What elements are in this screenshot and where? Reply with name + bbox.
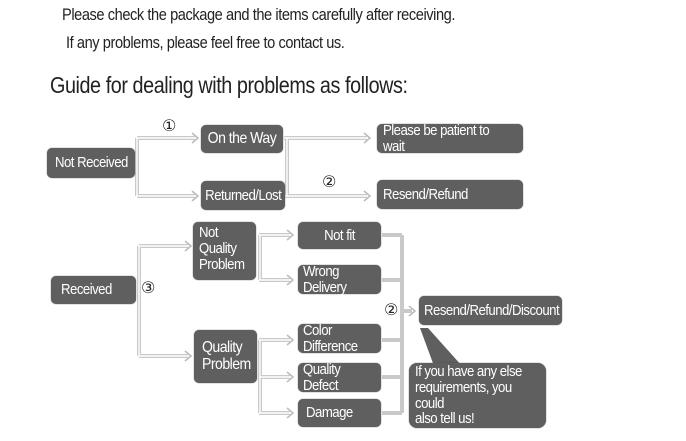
intro-line-1: Please check the package and the items c… (62, 5, 456, 24)
returned-lost-box: Returned/Lost (201, 181, 285, 210)
not-quality-problem-box: Not Quality Problem (193, 222, 256, 280)
note-line-1: If you have any else (415, 363, 522, 380)
qp-line-2: Problem (202, 355, 251, 373)
note-line-3: also tell us! (415, 410, 475, 428)
connectors-inner (136, 137, 367, 414)
returned-lost-label: Returned/Lost (204, 186, 282, 204)
note-bubble: If you have any else requirements, you c… (409, 363, 546, 428)
not-received-box: Not Received (47, 148, 135, 178)
resend-refund-box: Resend/Refund (377, 180, 523, 209)
not-fit-box: Not fit (298, 222, 381, 249)
not-received-label: Not Received (54, 154, 128, 172)
resend-refund-label: Resend/Refund (383, 185, 468, 203)
wrong-delivery-label: Wrong Delivery (302, 262, 347, 296)
step-3-marker: ③ (141, 278, 156, 297)
note-bubble-tail (420, 328, 462, 366)
step-2-marker-top: ② (322, 172, 337, 191)
on-the-way-box: On the Way (201, 125, 283, 153)
color-difference-label: Color Difference (302, 321, 358, 355)
not-fit-label: Not fit (324, 226, 355, 244)
wrong-delivery-box: Wrong Delivery (298, 262, 381, 296)
step-1-marker: ① (162, 116, 177, 135)
received-label: Received (61, 281, 112, 299)
guide-title: Guide for dealing with problems as follo… (50, 72, 408, 98)
arrowheads (184, 132, 417, 419)
nqp-line-3: Problem (199, 255, 245, 273)
patient-label: Please be patient to wait (383, 121, 490, 155)
intro-line-2: If any problems, please feel free to con… (66, 33, 345, 52)
quality-defect-label: Quality Defect (302, 360, 341, 394)
note-line-2: requirements, you could (415, 378, 512, 412)
quality-problem-box: Quality Problem (194, 330, 257, 383)
color-difference-box: Color Difference (298, 321, 381, 355)
damage-box: Damage (298, 399, 381, 427)
received-box: Received (51, 276, 136, 304)
resend-refund-discount-box: Resend/Refund/Discount (419, 296, 562, 325)
nqp-line-2: Quality (199, 239, 237, 257)
step-2-marker-bottom: ② (384, 300, 399, 319)
quality-defect-box: Quality Defect (298, 360, 381, 394)
patient-box: Please be patient to wait (377, 121, 523, 155)
on-the-way-label: On the Way (207, 129, 277, 147)
damage-label: Damage (306, 404, 353, 422)
resend-refund-discount-label: Resend/Refund/Discount (424, 301, 560, 319)
nqp-line-1: Not (199, 224, 218, 241)
qp-line-1: Quality (202, 338, 243, 356)
